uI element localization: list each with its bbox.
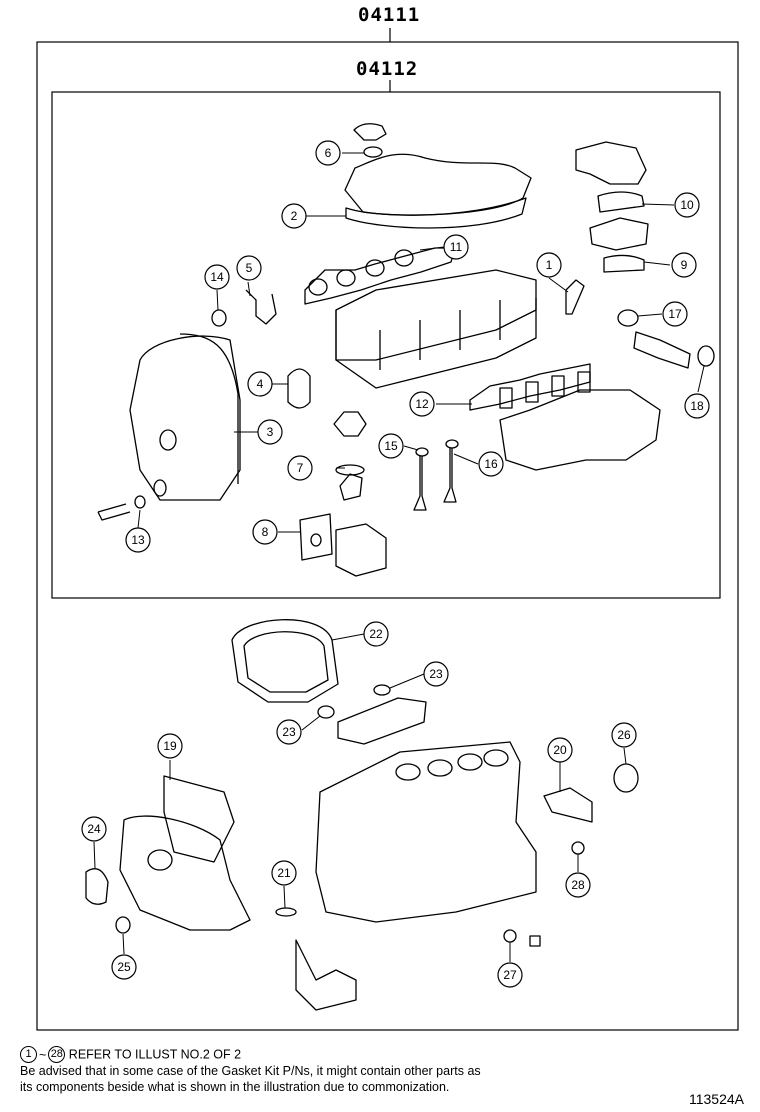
footer-notes: 1~28 REFER TO ILLUST NO.2 OF 2 Be advise… — [20, 1046, 481, 1095]
outer-kit-frame — [36, 41, 739, 1031]
callout-7[interactable] — [287, 455, 313, 481]
callout-16[interactable] — [478, 451, 504, 477]
callout-11[interactable] — [443, 234, 469, 260]
callout-label: 14 — [210, 270, 224, 284]
callout-label: 1 — [546, 258, 553, 272]
callout-label: 2 — [291, 209, 298, 223]
callout-label: 5 — [246, 261, 253, 275]
note-line-1: Be advised that in some case of the Gask… — [20, 1064, 481, 1079]
callout-label: 25 — [117, 960, 131, 974]
callout-9[interactable] — [671, 252, 697, 278]
callout-13[interactable] — [125, 527, 151, 553]
callout-20[interactable] — [547, 737, 573, 763]
inner-kit-frame — [51, 91, 721, 599]
range-end-badge: 28 — [48, 1046, 66, 1064]
callout-label: 21 — [277, 866, 291, 880]
callout-5[interactable] — [236, 255, 262, 281]
callout-1[interactable] — [536, 252, 562, 278]
callout-label: 17 — [668, 307, 682, 321]
callout-label: 16 — [484, 457, 498, 471]
callout-label: 20 — [553, 743, 567, 757]
range-separator: ~ — [39, 1047, 47, 1062]
refer-text: REFER TO ILLUST NO.2 OF 2 — [68, 1047, 242, 1062]
note-line-2: its components beside what is shown in t… — [20, 1080, 450, 1095]
callout-label: 9 — [681, 258, 688, 272]
range-start-badge: 1 — [20, 1046, 37, 1064]
callout-12[interactable] — [409, 391, 435, 417]
callout-27[interactable] — [497, 962, 523, 988]
callout-22[interactable] — [363, 621, 389, 647]
callout-label: 28 — [571, 878, 585, 892]
callout-19[interactable] — [157, 733, 183, 759]
callout-label: 12 — [415, 397, 429, 411]
callout-23b[interactable] — [276, 719, 302, 745]
callout-label: 26 — [617, 728, 631, 742]
callout-3[interactable] — [257, 419, 283, 445]
callout-label: 8 — [262, 525, 269, 539]
inner-kit-code: 04112 — [356, 58, 419, 80]
callout-8[interactable] — [252, 519, 278, 545]
callout-23a[interactable] — [423, 661, 449, 687]
callout-2[interactable] — [281, 203, 307, 229]
callout-label: 27 — [503, 968, 517, 982]
callout-label: 3 — [267, 425, 274, 439]
callout-4[interactable] — [247, 371, 273, 397]
illustration-id: 113524A — [688, 1091, 744, 1107]
callout-label: 6 — [325, 146, 332, 160]
callout-14[interactable] — [204, 264, 230, 290]
callout-24[interactable] — [81, 816, 107, 842]
callout-15[interactable] — [378, 433, 404, 459]
callout-label: 24 — [87, 822, 101, 836]
callout-label: 15 — [384, 439, 398, 453]
callout-label: 11 — [450, 240, 463, 254]
refer-line: 1~28 REFER TO ILLUST NO.2 OF 2 — [20, 1046, 481, 1064]
callout-label: 10 — [680, 198, 694, 212]
outer-kit-code: 04111 — [358, 4, 421, 26]
callout-label: 13 — [131, 533, 145, 547]
callout-21[interactable] — [271, 860, 297, 886]
callout-26[interactable] — [611, 722, 637, 748]
callout-label: 22 — [369, 627, 383, 641]
callout-28[interactable] — [565, 872, 591, 898]
callout-label: 23 — [282, 725, 296, 739]
callout-label: 7 — [297, 461, 304, 475]
callout-label: 23 — [429, 667, 443, 681]
callout-25[interactable] — [111, 954, 137, 980]
callout-18[interactable] — [684, 393, 710, 419]
callout-label: 19 — [163, 739, 177, 753]
callout-label: 4 — [257, 377, 264, 391]
callout-10[interactable] — [674, 192, 700, 218]
callout-17[interactable] — [662, 301, 688, 327]
callout-label: 18 — [690, 399, 704, 413]
callout-6[interactable] — [315, 140, 341, 166]
